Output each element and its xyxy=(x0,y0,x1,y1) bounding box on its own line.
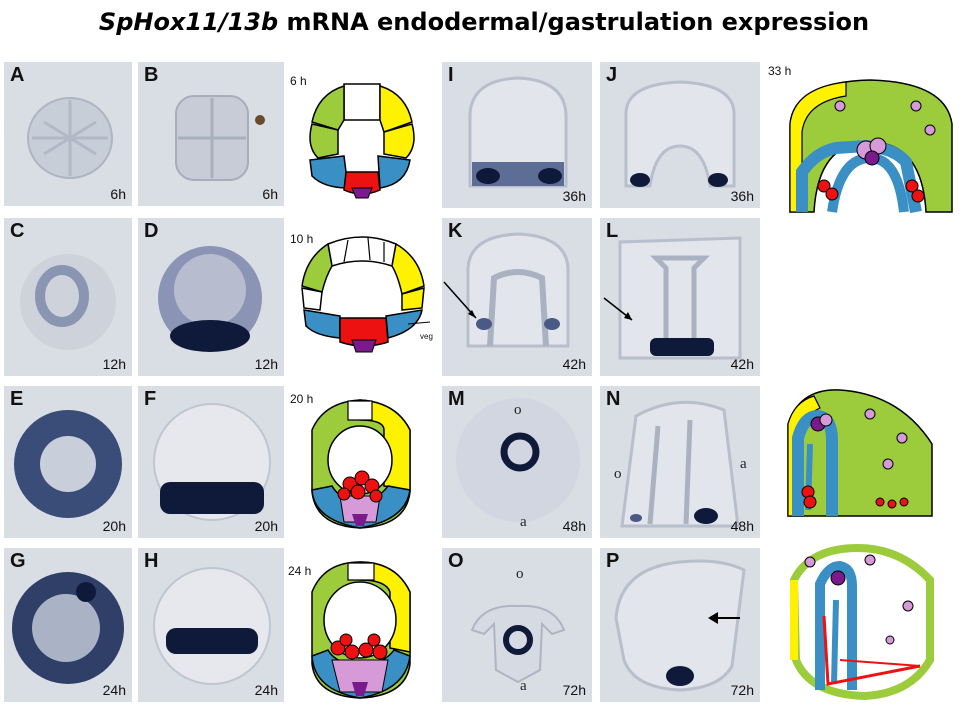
photo-panel-l: L 42h xyxy=(600,218,760,376)
photo-panel-h: H 24h xyxy=(138,548,284,702)
embryo-n xyxy=(620,400,740,528)
schematic-6h-drawing xyxy=(309,83,415,199)
panel-time-e: 20h xyxy=(102,518,126,534)
schematic-72h-drawing xyxy=(789,543,934,701)
schematic-time-20h: 20 h xyxy=(290,392,314,406)
panel-label-l: L xyxy=(606,220,619,242)
schematic-time-33h: 33 h xyxy=(768,64,792,78)
schematic-time-10h: 10 h xyxy=(290,232,314,246)
panel-label-c: C xyxy=(10,220,25,242)
embryo-i xyxy=(468,76,568,188)
panel-label-b: B xyxy=(144,64,159,86)
oral-label-n: o xyxy=(614,466,622,482)
oral-label-m: o xyxy=(514,402,522,418)
photo-panel-p: P 72h xyxy=(600,548,760,702)
panel-time-o: 72h xyxy=(562,682,586,698)
embryo-e xyxy=(14,410,122,518)
schematic-6h: 6 h xyxy=(288,64,434,210)
embryo-m xyxy=(456,398,580,522)
schematic-10h: 10 h veg xyxy=(288,226,434,372)
panel-label-k: K xyxy=(448,220,463,242)
schematic-20h: 20 h xyxy=(288,390,434,536)
photo-panel-b: B 6h xyxy=(138,62,284,206)
panel-label-j: J xyxy=(606,64,618,86)
panel-time-h: 24h xyxy=(254,682,278,698)
panel-label-g: G xyxy=(10,550,26,572)
panel-time-l: 42h xyxy=(730,356,754,372)
aboral-label-n: a xyxy=(740,456,747,472)
embryo-h xyxy=(153,567,271,685)
oral-label-o: o xyxy=(516,566,524,582)
embryo-f xyxy=(153,403,271,521)
panel-label-h: H xyxy=(144,550,159,572)
schematic-72h xyxy=(780,540,948,701)
photo-panel-i: I 36h xyxy=(442,62,592,208)
schematic-48h-drawing xyxy=(787,389,933,517)
panel-time-c: 12h xyxy=(102,356,126,372)
photo-panel-f: F 20h xyxy=(138,386,284,538)
photo-panel-g: G 24h xyxy=(4,548,132,702)
embryo-p xyxy=(614,559,746,692)
panel-time-f: 20h xyxy=(254,518,278,534)
schematic-48h xyxy=(780,384,948,528)
panel-time-k: 42h xyxy=(562,356,586,372)
aboral-label-o: a xyxy=(520,678,527,694)
panel-time-d: 12h xyxy=(254,356,278,372)
schematic-33h: 33 h xyxy=(766,62,962,232)
embryo-c xyxy=(20,254,116,350)
embryo-d xyxy=(158,246,262,352)
aboral-label-m: a xyxy=(520,514,527,530)
figure-title: SpHox11/13b mRNA endodermal/gastrulation… xyxy=(0,8,968,36)
photo-panel-e: E 20h xyxy=(4,386,132,538)
panel-time-m: 48h xyxy=(562,518,586,534)
panel-time-n: 48h xyxy=(730,518,754,534)
photo-panel-n: N o a 48h xyxy=(600,386,760,538)
panel-time-i: 36h xyxy=(562,188,586,204)
panel-time-p: 72h xyxy=(730,682,754,698)
embryo-o xyxy=(470,604,566,684)
schematic-10h-drawing xyxy=(301,236,431,353)
panel-label-i: I xyxy=(448,64,454,86)
embryo-g xyxy=(12,572,124,684)
panel-label-n: N xyxy=(606,388,621,410)
gene-name: SpHox11/13b xyxy=(98,8,279,36)
schematic-24h-drawing xyxy=(311,561,411,699)
panel-time-b: 6h xyxy=(262,186,278,202)
photo-panel-k: K 42h xyxy=(442,218,592,376)
embryo-l xyxy=(603,236,742,360)
panel-label-a: A xyxy=(10,64,25,86)
panel-time-g: 24h xyxy=(102,682,126,698)
embryo-k xyxy=(443,232,570,348)
schematic-time-6h: 6 h xyxy=(290,74,307,88)
title-text: mRNA endodermal/gastrulation expression xyxy=(278,8,870,36)
schematic-time-24h: 24 h xyxy=(288,564,312,578)
photo-panel-m: M o a 48h xyxy=(442,386,592,538)
panel-label-p: P xyxy=(606,550,620,572)
panel-label-d: D xyxy=(144,220,159,242)
embryo-b xyxy=(175,95,265,181)
panel-time-a: 6h xyxy=(110,186,126,202)
photo-panel-j: J 36h xyxy=(600,62,760,208)
schematic-24h: 24 h xyxy=(288,556,434,702)
schematic-20h-drawing xyxy=(311,399,411,529)
panel-time-j: 36h xyxy=(730,188,754,204)
panel-label-f: F xyxy=(144,388,157,410)
embryo-j xyxy=(624,80,736,188)
panel-label-e: E xyxy=(10,388,24,410)
panel-label-m: M xyxy=(448,388,465,410)
panel-label-o: O xyxy=(448,550,464,572)
photo-panel-c: C 12h xyxy=(4,218,132,376)
embryo-a xyxy=(27,97,113,179)
photo-panel-o: O o a 72h xyxy=(442,548,592,702)
veg-label: veg xyxy=(420,332,433,341)
photo-panel-a: A 6h xyxy=(4,62,132,206)
photo-panel-d: D 12h xyxy=(138,218,284,376)
schematic-33h-drawing xyxy=(789,79,953,214)
